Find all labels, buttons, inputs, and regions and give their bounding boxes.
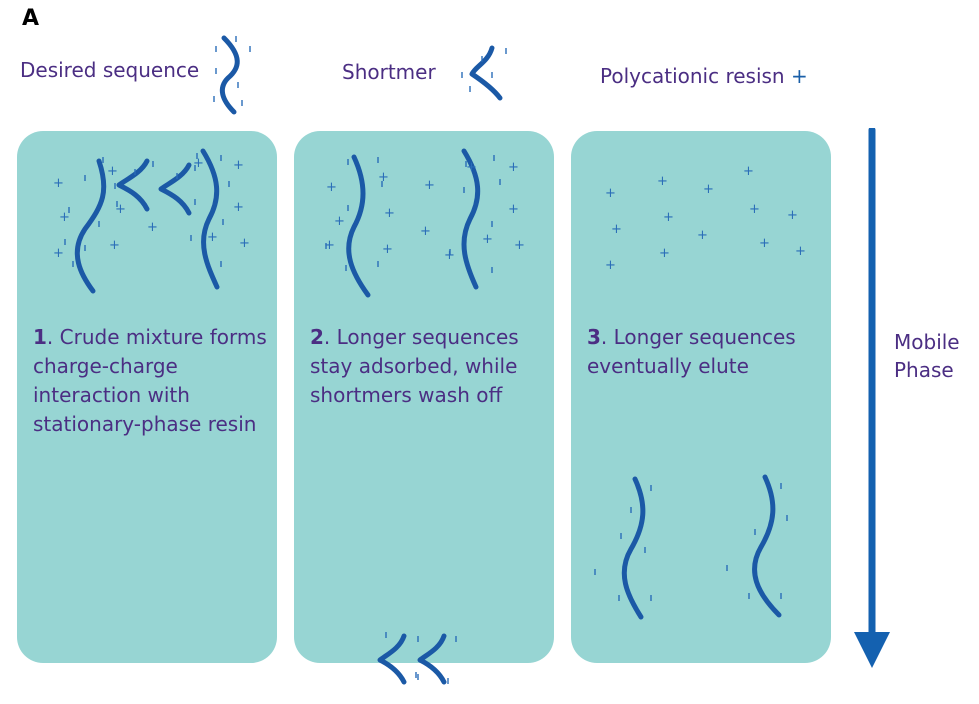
- resin-plus-icon: +: [53, 246, 64, 261]
- resin-plus-icon: +: [508, 202, 519, 217]
- resin-plus-icon: +: [482, 232, 493, 247]
- resin-plus-icon: +: [659, 246, 670, 261]
- resin-plus-icon: +: [59, 210, 70, 225]
- resin-plus-icon: +: [444, 248, 455, 263]
- resin-plus-icon: +: [239, 236, 250, 251]
- resin-plus-icon: +: [657, 174, 668, 189]
- resin-plus-icon: +: [326, 180, 337, 195]
- resin-plus-icon: +: [207, 230, 218, 245]
- shortmer-icon: [158, 162, 196, 216]
- long-strand-icon: [64, 157, 116, 294]
- resin-plus-icon: +: [384, 206, 395, 221]
- long-strand-icon: [726, 474, 788, 618]
- resin-plus-icon: +: [334, 214, 345, 229]
- panel-label: A: [22, 6, 40, 31]
- resin-plus-icon: +: [107, 164, 118, 179]
- legend-shortmer-label: Shortmer: [342, 60, 436, 84]
- shortmer-icon: [377, 632, 419, 685]
- step-2-box: + + + + + + + + + + + + + + 2. Longer se…: [294, 131, 554, 663]
- shortmer-icon: [461, 45, 507, 101]
- resin-plus-icon: +: [749, 202, 760, 217]
- mobile-phase-line1: Mobile: [894, 330, 960, 354]
- resin-plus-icon: +: [53, 176, 64, 191]
- resin-plus-icon: +: [233, 200, 244, 215]
- resin-plus-icon: +: [605, 258, 616, 273]
- mobile-phase-arrow-icon: [854, 128, 890, 668]
- resin-plus-icon: +: [795, 244, 806, 259]
- shortmer-icon: [116, 158, 154, 212]
- resin-plus-icon: +: [233, 158, 244, 173]
- resin-plus-icon: +: [703, 182, 714, 197]
- resin-plus-icon: +: [424, 178, 435, 193]
- resin-plus-icon: +: [508, 160, 519, 175]
- step-2-description: . Longer sequences stay adsorbed, while …: [310, 325, 519, 407]
- resin-plus-icon: +: [759, 236, 770, 251]
- resin-plus-icon: +: [147, 220, 158, 235]
- resin-plus-icon: +: [324, 238, 335, 253]
- step-1-box: + + + + + + + + + + + + 1. Crude mixture…: [17, 131, 277, 663]
- long-strand-icon: [449, 148, 501, 290]
- step-1-number: 1: [33, 325, 47, 349]
- step-1-text: 1. Crude mixture forms charge-charge int…: [33, 323, 277, 439]
- resin-plus-icon: +: [787, 208, 798, 223]
- resin-plus-icon: +: [743, 164, 754, 179]
- resin-plus-icon: +: [115, 202, 126, 217]
- resin-plus-icon: +: [466, 160, 477, 175]
- long-strand-icon: [190, 148, 230, 290]
- resin-plus-icon: +: [382, 242, 393, 257]
- desired-sequence-icon: [213, 35, 251, 115]
- long-strand-icon: [325, 154, 383, 298]
- resin-plus-icon: +: [514, 238, 525, 253]
- resin-plus-icon: +: [109, 238, 120, 253]
- step-3-description: . Longer sequences eventually elute: [587, 325, 796, 378]
- mobile-phase-label: Mobile Phase: [894, 328, 960, 384]
- legend-resin-plus: +: [790, 64, 808, 88]
- mobile-phase-line2: Phase: [894, 358, 954, 382]
- shortmer-icon: [417, 633, 457, 685]
- resin-plus-icon: +: [420, 224, 431, 239]
- step-2-text: 2. Longer sequences stay adsorbed, while…: [310, 323, 554, 410]
- step-3-number: 3: [587, 325, 601, 349]
- step-3-box: + + + + + + + + + + + + + 3. Longer sequ…: [571, 131, 831, 663]
- long-strand-icon: [594, 476, 652, 620]
- resin-plus-icon: +: [663, 210, 674, 225]
- step-3-text: 3. Longer sequences eventually elute: [587, 323, 831, 381]
- step-1-description: . Crude mixture forms charge-charge inte…: [33, 325, 267, 436]
- resin-plus-icon: +: [378, 170, 389, 185]
- resin-plus-icon: +: [193, 156, 204, 171]
- step-2-number: 2: [310, 325, 324, 349]
- legend-resin-text: Polycationic resisn: [600, 64, 785, 88]
- resin-plus-icon: +: [611, 222, 622, 237]
- legend-resin-label: Polycationic resisn +: [600, 64, 808, 88]
- resin-plus-icon: +: [605, 186, 616, 201]
- legend-desired-label: Desired sequence: [20, 58, 200, 82]
- resin-plus-icon: +: [697, 228, 708, 243]
